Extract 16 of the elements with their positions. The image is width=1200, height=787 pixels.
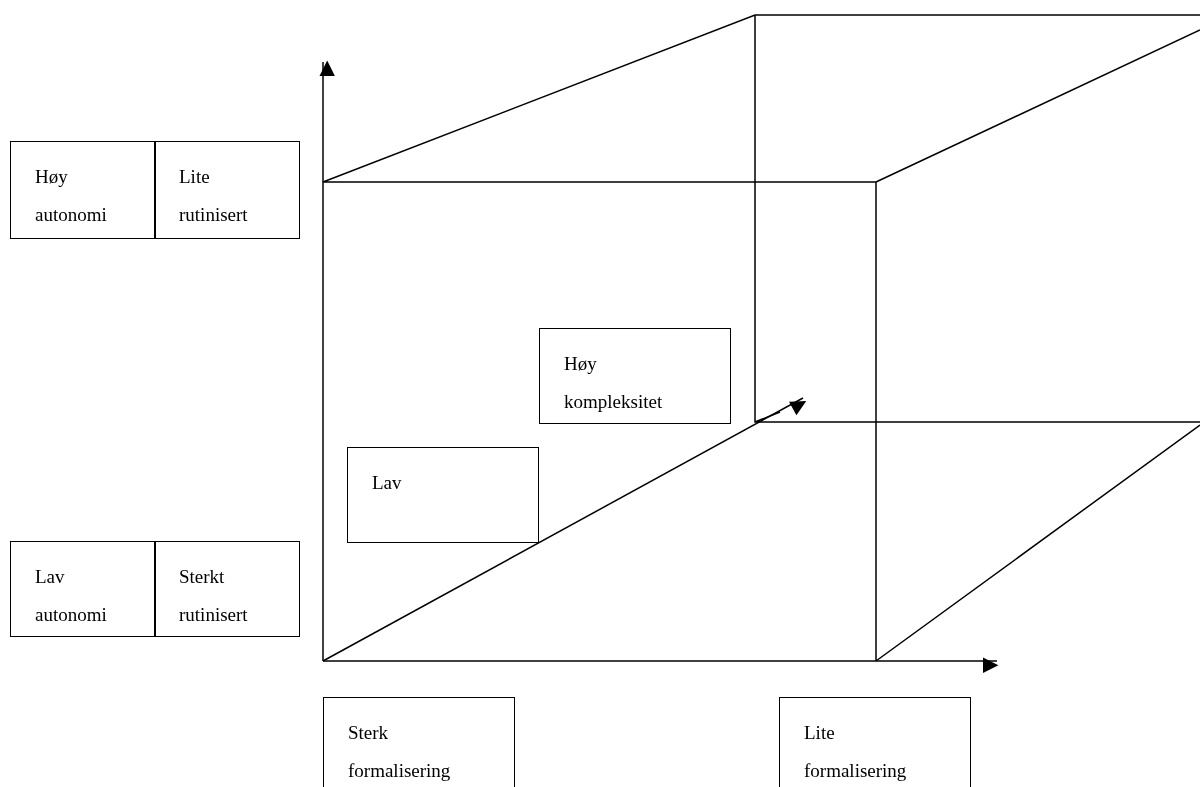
text-box xyxy=(154,541,300,637)
text-box xyxy=(10,541,156,637)
box-label: Lite formalisering xyxy=(804,721,907,783)
box-label: Lite rutinisert xyxy=(179,165,248,227)
text-box xyxy=(779,697,971,787)
box-label: Lav xyxy=(372,471,402,495)
text-box xyxy=(10,141,156,239)
text-box xyxy=(154,141,300,239)
text-box xyxy=(539,328,731,424)
box-label: Sterk formalisering xyxy=(348,721,451,783)
box-label: Lav autonomi xyxy=(35,565,107,627)
box-label: Sterkt rutinisert xyxy=(179,565,248,627)
box-label: Høy autonomi xyxy=(35,165,107,227)
text-box xyxy=(347,447,539,543)
text-box xyxy=(323,697,515,787)
box-label: Høy kompleksitet xyxy=(564,352,663,414)
